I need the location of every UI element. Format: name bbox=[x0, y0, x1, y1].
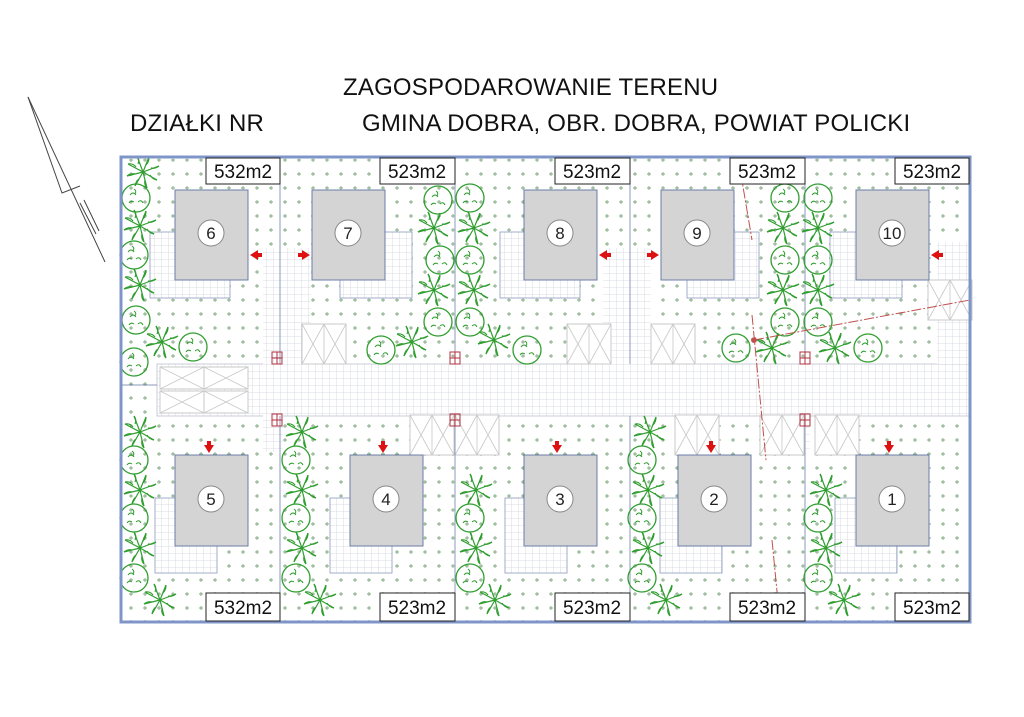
house-number: 8 bbox=[555, 224, 564, 243]
plots-label: DZIAŁKI NR bbox=[130, 110, 265, 137]
plot-area-8: 523m2 bbox=[563, 162, 621, 183]
location-label: GMINA DOBRA, OBR. DOBRA, POWIAT POLICKI bbox=[362, 110, 911, 137]
house-number: 4 bbox=[381, 490, 390, 509]
plot-area-4: 523m2 bbox=[388, 598, 446, 619]
house-number: 3 bbox=[555, 490, 564, 509]
house-number: 2 bbox=[709, 490, 718, 509]
plot-area-10: 523m2 bbox=[903, 162, 961, 183]
north-arrow-icon bbox=[27, 96, 106, 263]
house-number: 7 bbox=[343, 224, 352, 243]
house-number: 5 bbox=[206, 490, 215, 509]
house-number: 10 bbox=[883, 224, 902, 243]
plot-area-7: 523m2 bbox=[388, 162, 446, 183]
site-plan: 6 7 8 9 10 5 4 3 2 1 bbox=[119, 155, 973, 624]
plot-area-3: 523m2 bbox=[563, 598, 621, 619]
house-number: 1 bbox=[887, 490, 896, 509]
plot-area-2: 523m2 bbox=[738, 598, 796, 619]
house-number: 9 bbox=[692, 224, 701, 243]
plot-area-1: 523m2 bbox=[903, 598, 961, 619]
plan-title: ZAGOSPODAROWANIE TERENU bbox=[343, 74, 719, 101]
plot-area-9: 523m2 bbox=[738, 162, 796, 183]
plot-area-6: 532m2 bbox=[214, 162, 272, 183]
house-number: 6 bbox=[206, 224, 215, 243]
access-road bbox=[156, 363, 971, 417]
plot-area-5: 532m2 bbox=[214, 598, 272, 619]
